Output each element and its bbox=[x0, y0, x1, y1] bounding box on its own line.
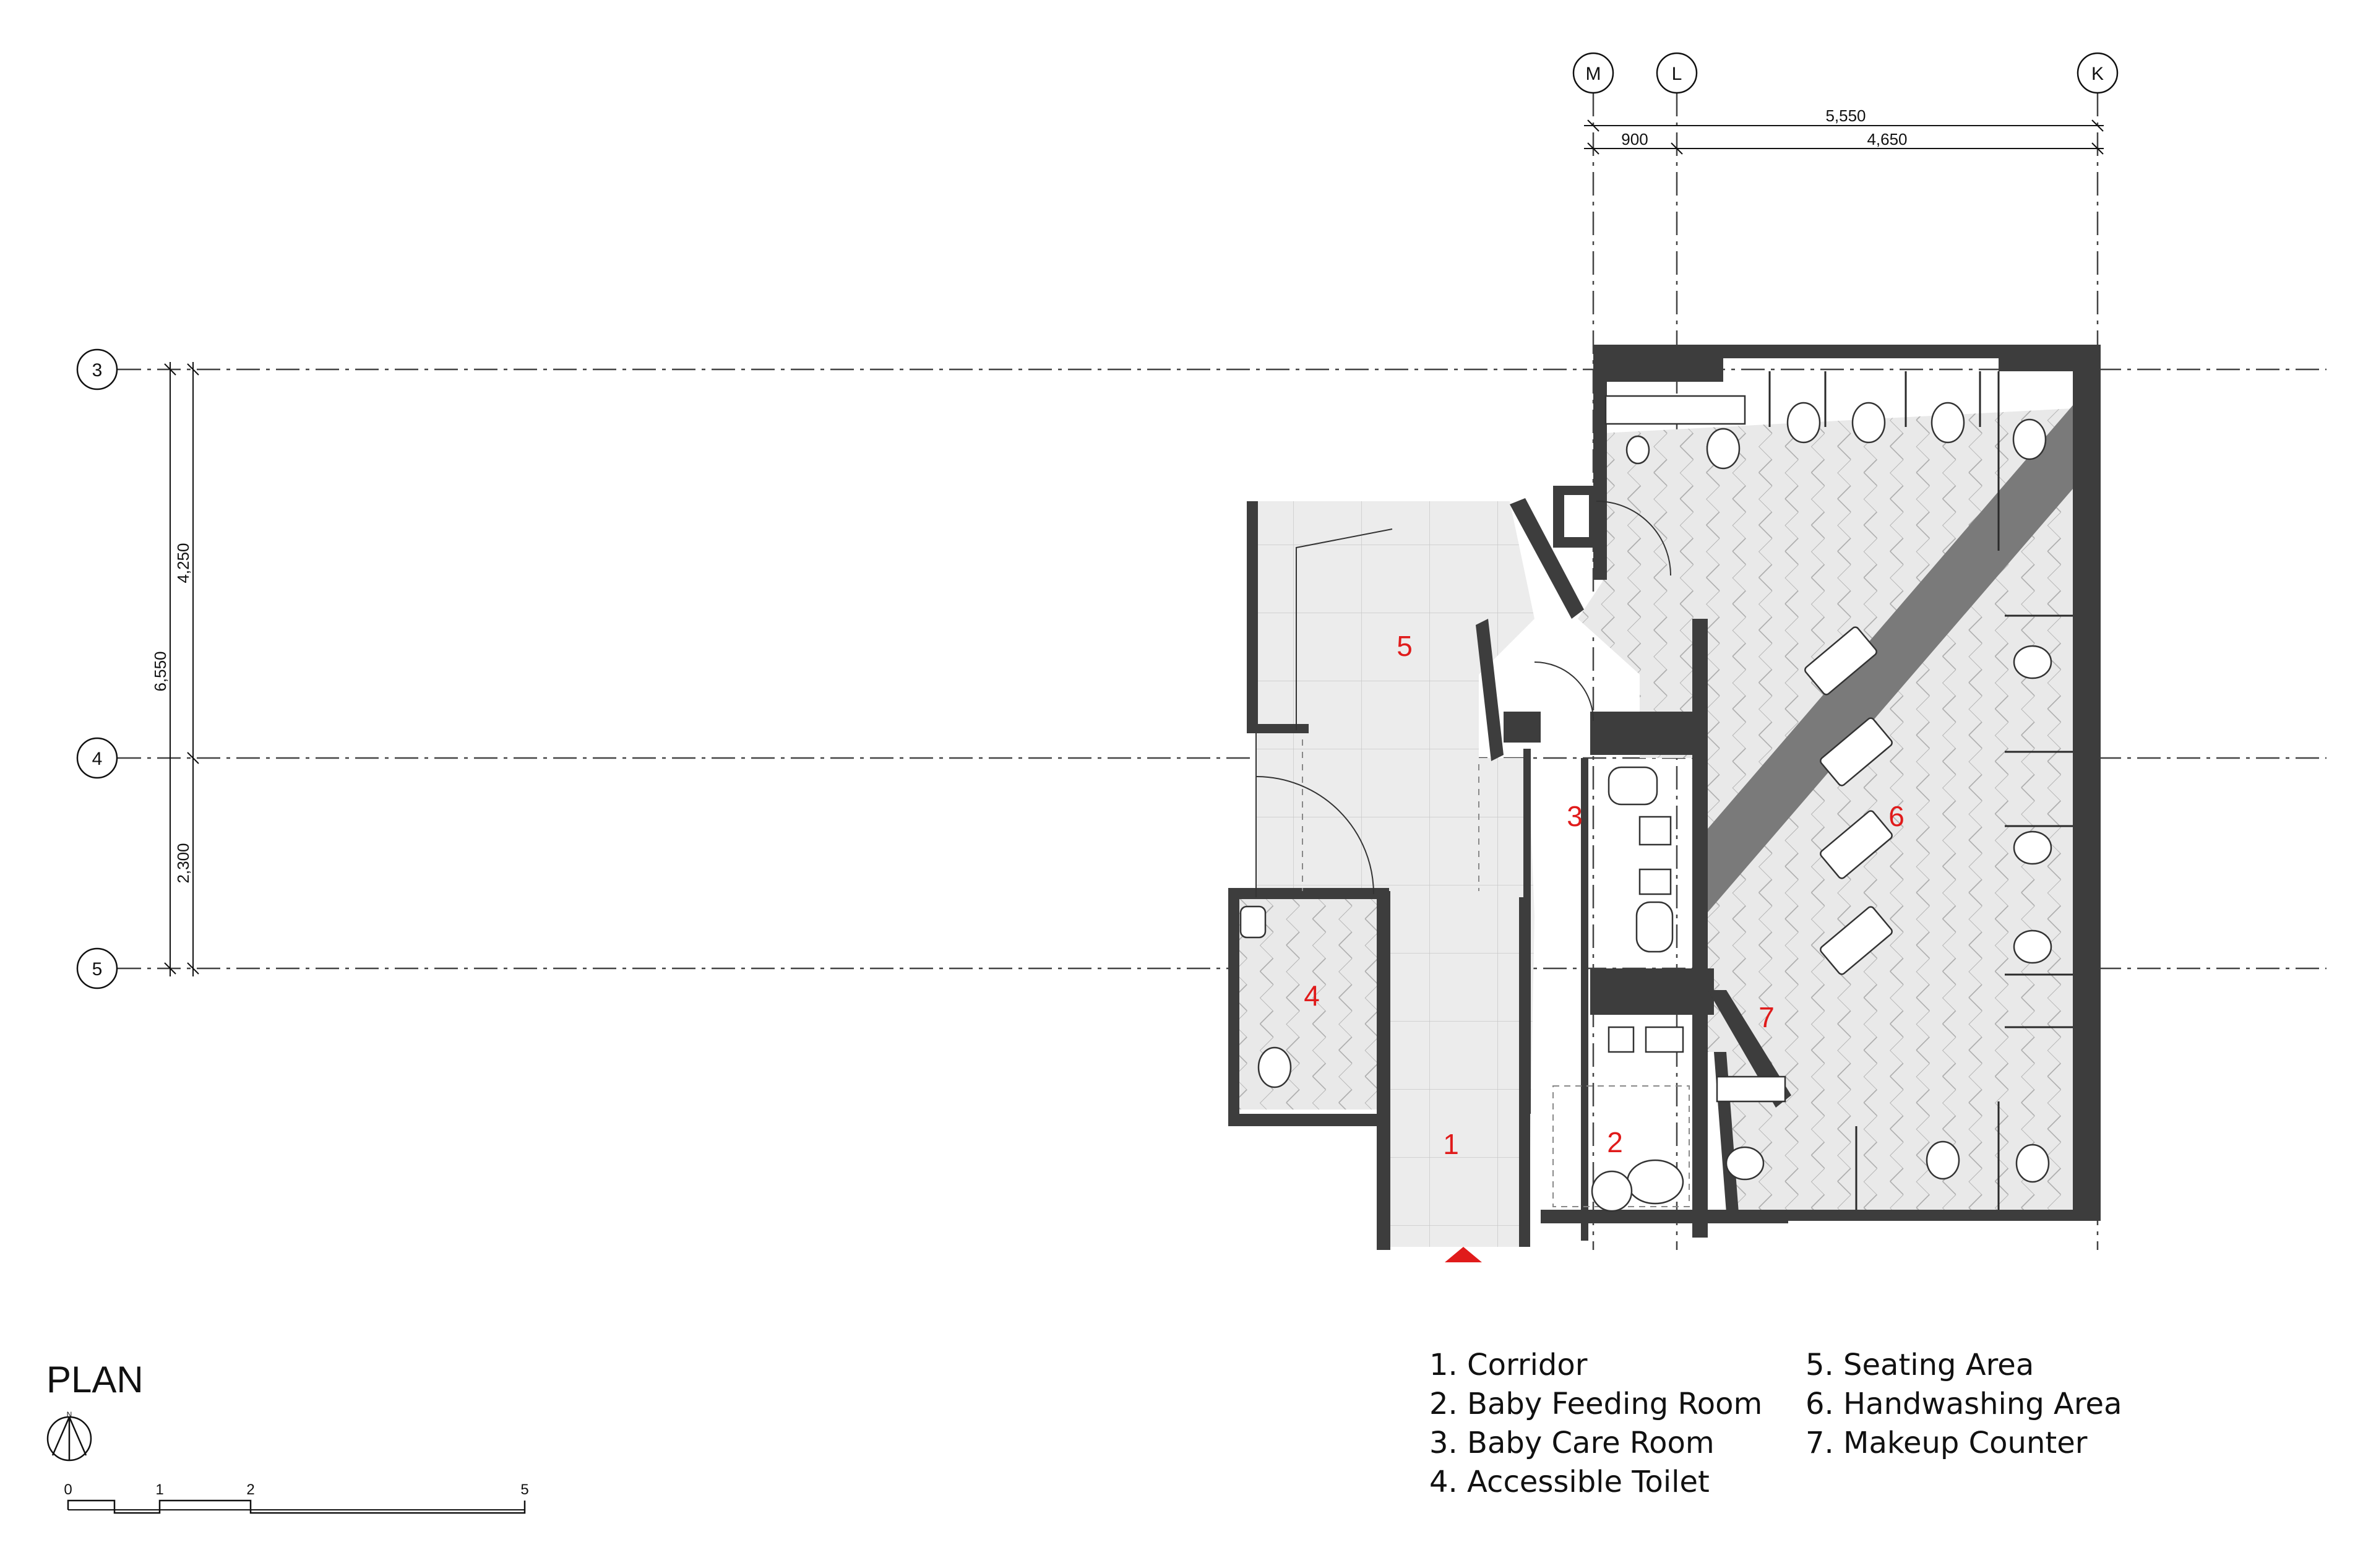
walls bbox=[1228, 345, 2101, 1250]
dimension-top-total: 5,550 bbox=[1825, 106, 1866, 125]
scale-tick: 5 bbox=[520, 1481, 528, 1498]
room-number-7: 7 bbox=[1758, 1001, 1775, 1033]
grid-column-label: K bbox=[2091, 64, 2104, 84]
room-number-2: 2 bbox=[1607, 1126, 1623, 1158]
dimension-top: 5,550 900 4,650 bbox=[1584, 106, 2104, 155]
legend-item: 4. Accessible Toilet bbox=[1429, 1465, 1710, 1499]
entrance-marker bbox=[1445, 1247, 1482, 1262]
grid-row-bubble-3: 3 bbox=[76, 348, 118, 390]
dimension-top-right: 4,650 bbox=[1867, 130, 1907, 149]
dimension-top-left: 900 bbox=[1621, 130, 1648, 149]
legend-item: 7. Makeup Counter bbox=[1806, 1426, 2088, 1460]
scale-tick: 0 bbox=[64, 1481, 72, 1498]
room-number-4: 4 bbox=[1304, 980, 1320, 1012]
partitions bbox=[1255, 371, 2073, 1210]
room-number-5: 5 bbox=[1397, 630, 1413, 662]
grid-column-bubble-m: M bbox=[1572, 52, 1614, 94]
legend-item: 3. Baby Care Room bbox=[1429, 1426, 1715, 1460]
grid-column-label: M bbox=[1586, 64, 1601, 84]
grid-column-bubble-k: K bbox=[2077, 52, 2119, 94]
legend-item: 1. Corridor bbox=[1429, 1348, 1588, 1382]
scale-tick: 1 bbox=[155, 1481, 163, 1498]
legend-item: 5. Seating Area bbox=[1806, 1348, 2034, 1382]
dimension-left-lower: 2,300 bbox=[174, 843, 192, 883]
room-number-6: 6 bbox=[1888, 800, 1905, 832]
dimension-left-total: 6,550 bbox=[151, 651, 170, 691]
legend-item: 6. Handwashing Area bbox=[1806, 1387, 2122, 1421]
room-number-3: 3 bbox=[1567, 800, 1583, 832]
dimension-left: 6,550 4,250 2,300 bbox=[151, 362, 199, 976]
dimension-left-upper: 4,250 bbox=[174, 543, 192, 583]
grid-column-label: L bbox=[1672, 64, 1682, 84]
grid-row-bubble-5: 5 bbox=[76, 947, 118, 989]
legend-item: 2. Baby Feeding Room bbox=[1429, 1387, 1762, 1421]
room-number-1: 1 bbox=[1443, 1128, 1459, 1160]
drawing-title: PLAN bbox=[46, 1359, 144, 1400]
grid-column-bubble-l: L bbox=[1656, 52, 1698, 94]
scale-tick: 2 bbox=[246, 1481, 254, 1498]
grid-row-label: 3 bbox=[92, 360, 103, 381]
north-arrow-icon: N bbox=[46, 1410, 92, 1462]
grid-row-label: 4 bbox=[92, 749, 103, 769]
grid-row-bubble-4: 4 bbox=[76, 737, 118, 779]
fixtures bbox=[1239, 402, 2052, 1212]
grid-row-label: 5 bbox=[92, 959, 103, 980]
floor-finishes bbox=[1236, 405, 2073, 1247]
room-legend: 1. Corridor 2. Baby Feeding Room 3. Baby… bbox=[1429, 1348, 2122, 1499]
scale-bar: 0 1 2 5 bbox=[64, 1481, 529, 1514]
north-label: N bbox=[67, 1410, 72, 1419]
